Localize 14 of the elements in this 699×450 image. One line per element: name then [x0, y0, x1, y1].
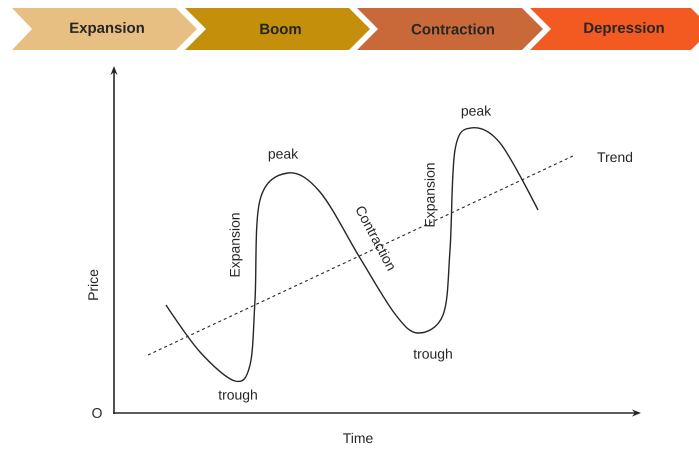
phase-label: Expansion [424, 163, 438, 226]
phase-band: Contraction [357, 8, 543, 50]
phase-band: Depression [530, 8, 699, 50]
peak-label: peak [268, 148, 298, 162]
phase-band: Expansion [12, 8, 197, 50]
trend-label: Trend [597, 152, 632, 162]
phase-band: Boom [185, 8, 370, 50]
axis-title: Price [88, 270, 98, 300]
peak-label: peak [462, 106, 492, 118]
trough-label: trough [218, 390, 257, 402]
phase-label: Expansion [230, 213, 242, 276]
origin-label: O [92, 408, 102, 418]
axis-title: Time [343, 432, 373, 444]
trough-label: trough [413, 348, 452, 362]
